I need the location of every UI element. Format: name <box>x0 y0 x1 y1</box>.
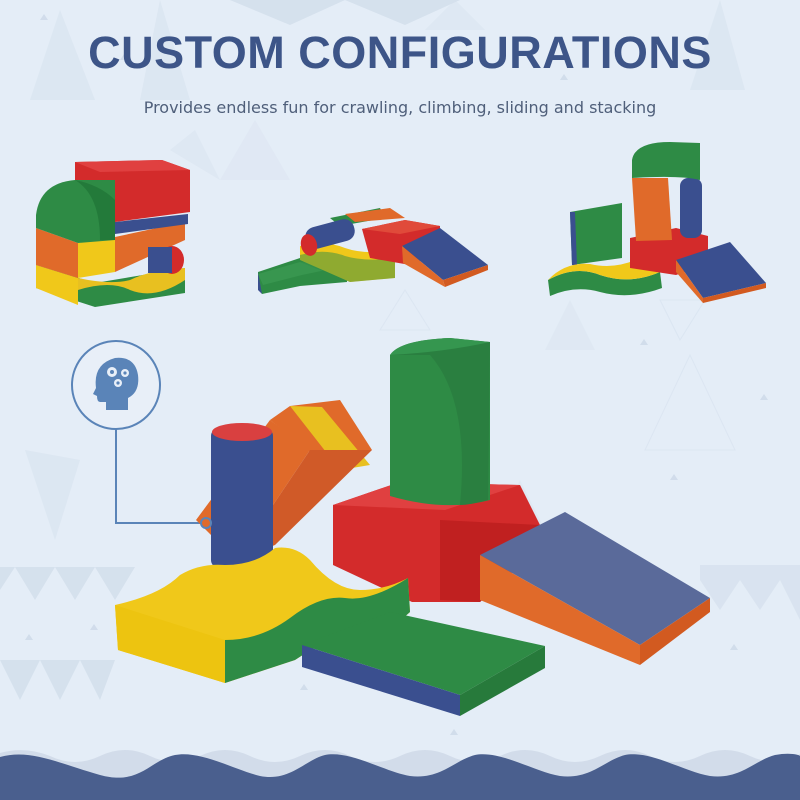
main-product <box>115 338 710 716</box>
ramp-blue <box>480 512 710 645</box>
configuration-crawl-path <box>258 208 488 294</box>
callout-connector-line <box>115 429 204 524</box>
page-title: CUSTOM CONFIGURATIONS <box>88 27 712 78</box>
configuration-tower-arch <box>548 142 766 303</box>
cylinder-blue <box>211 428 273 568</box>
callout-anchor-dot <box>200 517 212 529</box>
page-subtitle: Provides endless fun for crawling, climb… <box>143 98 657 117</box>
callout <box>71 340 204 524</box>
configuration-stacked-cube <box>36 160 190 307</box>
head-gears-icon <box>93 357 139 410</box>
mat-green <box>302 612 545 695</box>
